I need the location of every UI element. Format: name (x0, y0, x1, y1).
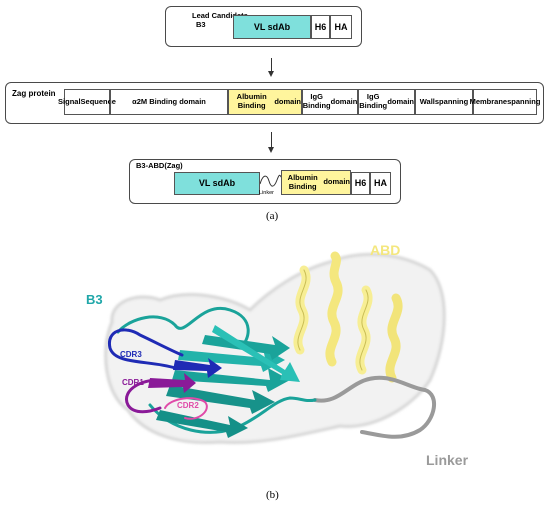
linker-squiggle (260, 174, 282, 187)
zag-cell-a2m-label: α2M Binding domain (132, 96, 206, 106)
zag-cell-igg-2-l2: domain (387, 96, 414, 106)
zag-cell-signal: Signal Sequence (58, 89, 116, 115)
label-abd: ABD (370, 242, 401, 258)
zag-cell-wall: Wall spanning (415, 89, 473, 115)
b3-domain (116, 306, 317, 434)
lead-h6-cell: H6 (311, 15, 330, 39)
zag-cell-albumin-l1: Albumin Binding (236, 92, 267, 110)
zag-cell-signal-l1: Signal (58, 96, 81, 106)
lead-vl-sdab-cell: VL sdAb (233, 15, 311, 39)
caption-b: (b) (266, 489, 279, 501)
label-linker: Linker (426, 452, 469, 468)
zag-protein-box: Zag protein Signal Sequence α2M Binding … (5, 82, 544, 124)
fusion-vl-sdab-cell: VL sdAb (174, 172, 260, 195)
zag-cell-wall-l2: spanning (434, 96, 469, 106)
fusion-box: B3-ABD(Zag) VL sdAb Linker Albumin Bindi… (129, 159, 401, 204)
label-cdr1: CDR1 (122, 378, 144, 387)
linker-strand (313, 375, 436, 439)
caption-a: (a) (266, 210, 279, 222)
lead-ha-cell: HA (330, 15, 352, 39)
zag-cell-signal-l2: Sequence (80, 96, 116, 106)
lead-title-line2: B3 (196, 20, 206, 29)
zag-cell-igg-2: IgG Binding domain (358, 89, 415, 115)
zag-cell-igg-1: IgG Binding domain (302, 89, 358, 115)
zag-title: Zag protein (12, 89, 56, 98)
zag-cell-a2m: α2M Binding domain (110, 89, 228, 115)
fusion-abd-l1: Albumin Binding (287, 172, 318, 191)
protein-structure (104, 251, 446, 444)
zag-cell-membrane-l2: spanning (507, 96, 541, 106)
cdr3-loop (108, 328, 184, 370)
lead-title-line1: Lead Candidate (192, 11, 248, 20)
cdr1-strand (148, 373, 196, 393)
fusion-abd-l2: domain (323, 177, 350, 187)
b3-strands (156, 325, 300, 438)
fusion-h6-cell: H6 (351, 172, 370, 195)
cdr2-loop (164, 397, 208, 420)
label-cdr2: CDR2 (177, 401, 199, 410)
abd-helices (293, 251, 403, 383)
fusion-ha-cell: HA (370, 172, 391, 195)
lead-candidate-box: Lead Candidate B3 VL sdAb H6 HA (165, 6, 362, 47)
zag-cell-igg-2-l1: IgG Binding (359, 92, 388, 110)
arrow-2-head (268, 147, 274, 153)
zag-cell-membrane-l1: Membrane (469, 96, 508, 106)
label-b3: B3 (86, 292, 103, 307)
cdr3-strand (173, 358, 222, 378)
zag-cell-wall-l1: Wall (419, 96, 435, 106)
zag-cell-albumin-l2: domain (274, 96, 301, 106)
fusion-abd-cell: Albumin Binding domain (281, 170, 351, 195)
fusion-linker-label: Linker (259, 190, 274, 196)
arrow-1-line (271, 58, 272, 72)
zag-cell-igg-1-l1: IgG Binding (302, 92, 331, 110)
arrow-2-line (271, 132, 272, 148)
zag-cell-igg-1-l2: domain (330, 96, 358, 106)
zag-cell-membrane: Membrane spanning (469, 89, 541, 115)
label-cdr3: CDR3 (120, 350, 142, 359)
fusion-title: B3-ABD(Zag) (136, 161, 183, 170)
zag-cell-albumin: Albumin Binding domain (228, 89, 302, 115)
arrow-1-head (268, 71, 274, 77)
